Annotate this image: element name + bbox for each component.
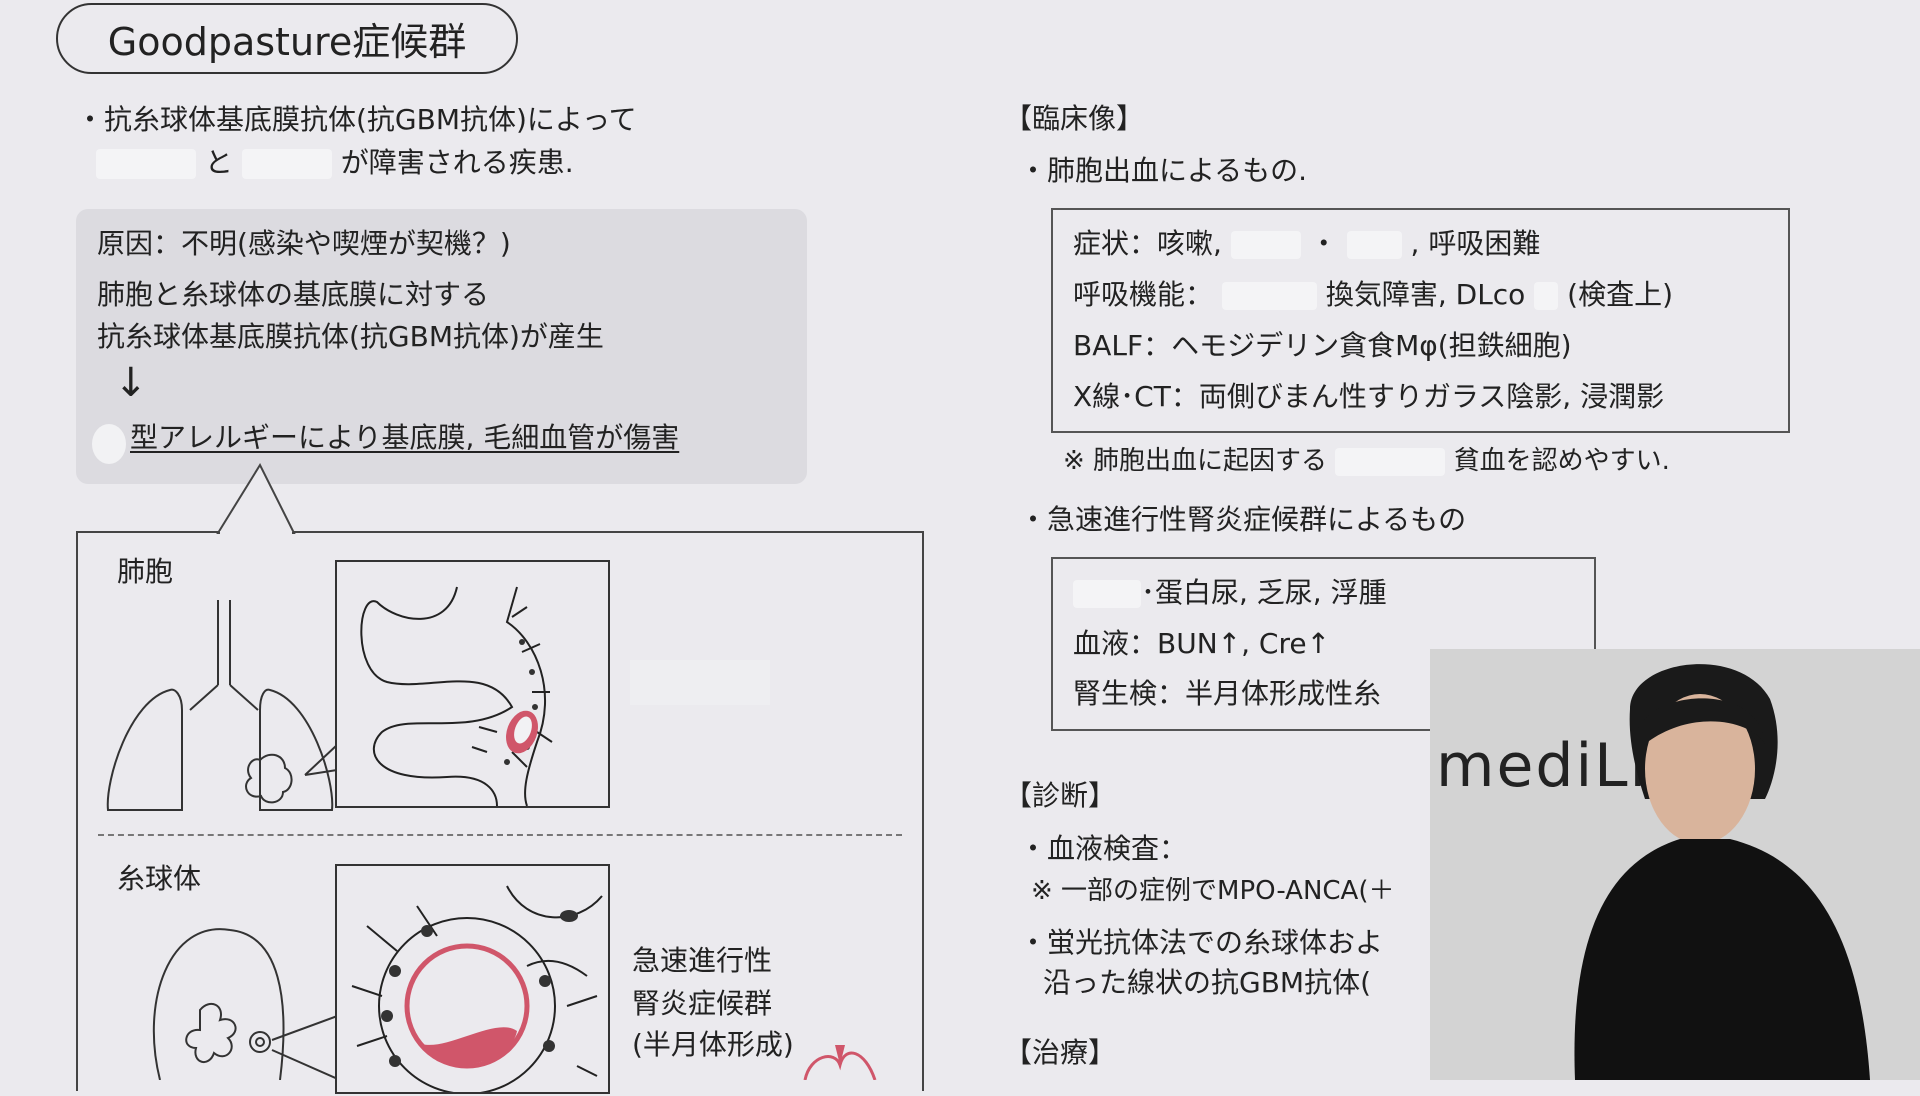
urine-line: ･蛋白尿, 乏尿, 浮腫 [1073, 576, 1387, 610]
blank-answer [1335, 447, 1446, 476]
cause-box [76, 209, 807, 484]
renal-box [1051, 557, 1596, 731]
separator: ・ [1309, 227, 1338, 260]
diagnosis-heading: 【診断】 [1004, 779, 1117, 812]
biopsy-line: 腎生検：半月体形成性糸 [1073, 677, 1382, 710]
fluorescence-line-2: 沿った線状の抗GBM抗体( [1043, 966, 1371, 999]
symptoms-label: 症状：咳嗽, [1073, 227, 1222, 260]
symptoms-rest: , 呼吸困難 [1410, 227, 1541, 260]
kidney-icon [152, 928, 340, 1080]
anemia-note: ※ 肺胞出血に起因する 貧血を認めやすい. [1063, 445, 1670, 477]
blank-answer [1346, 231, 1402, 259]
xray-line: X線･CT：両側びまん性すりガラス陰影, 浸潤影 [1073, 380, 1665, 413]
glomerulus-inset [335, 864, 610, 1095]
urine-text: ･蛋白尿, 乏尿, 浮腫 [1141, 576, 1387, 609]
blank-answer [1534, 282, 1559, 310]
zoom-connector [304, 744, 338, 776]
blank-answer [96, 149, 196, 179]
heart-icon [803, 1045, 877, 1080]
blank-answer [241, 149, 332, 179]
pulmonary-box [1051, 208, 1790, 433]
treatment-heading: 【治療】 [1004, 1036, 1117, 1069]
resp-label: 呼吸機能： [1073, 278, 1214, 311]
anca-note: ※ 一部の症例でMPO-ANCA(＋ [1031, 876, 1395, 906]
rpgn-line: (半月体形成) [632, 1028, 794, 1061]
symptoms-line: 症状：咳嗽, ・ , 呼吸困難 [1073, 227, 1540, 261]
presenter-video: mediLi [1430, 649, 1920, 1080]
resp-value: 換気障害, DLco [1325, 278, 1526, 311]
blank-answer [630, 660, 770, 705]
respiratory-function-line: 呼吸機能： 換気障害, DLco (検査上) [1073, 278, 1673, 312]
pulmonary-bullet: ・肺胞出血によるもの. [1019, 154, 1308, 187]
brand-logo: mediLi [1436, 731, 1649, 801]
renal-bullet: ・急速進行性腎炎症候群によるもの [1019, 503, 1467, 536]
lung-icon [106, 600, 334, 811]
diagram-panel [76, 531, 924, 1091]
glomerular-capillary-illustration [351, 885, 603, 1095]
rpgn-line: 急速進行性 [632, 944, 773, 977]
alveolus-label: 肺胞 [117, 555, 174, 588]
rpgn-line: 腎炎症候群 [632, 987, 773, 1020]
cause-result-text: 型アレルギーにより基底膜, 毛細血管が傷害 [130, 421, 680, 454]
intro-and: と [204, 146, 233, 179]
fluorescence-bullet: ・蛍光抗体法での糸球体およ [1019, 926, 1384, 959]
alveolar-capillary-illustration [360, 586, 553, 807]
cause-line: 抗糸球体基底膜抗体(抗GBM抗体)が産生 [97, 320, 604, 353]
alveolus-inset [335, 560, 610, 808]
blank-answer [1073, 580, 1141, 608]
note-text: ※ 肺胞出血に起因する [1063, 446, 1328, 476]
blood-test-bullet: ・血液検査： [1019, 832, 1188, 865]
blank-answer [1221, 282, 1317, 310]
intro-rest: が障害される疾患. [340, 146, 574, 179]
glomerulus-label: 糸球体 [117, 862, 202, 895]
blank-answer [1230, 231, 1301, 259]
intro-line-1: ・抗糸球体基底膜抗体(抗GBM抗体)によって [76, 103, 637, 136]
intro-line-2: と が障害される疾患. [96, 146, 574, 180]
resp-note: (検査上) [1567, 278, 1673, 311]
cause-line: 原因：不明(感染や喫煙が契機？) [97, 227, 511, 260]
blank-answer [92, 424, 126, 464]
section-divider [98, 834, 902, 836]
callout-pointer [216, 462, 296, 535]
page-title: Goodpasture症候群 [56, 3, 518, 74]
down-arrow-icon: ↓ [114, 360, 148, 406]
note-text: 貧血を認めやすい. [1453, 446, 1670, 476]
presenter-figure [1574, 664, 1870, 1080]
clinical-heading: 【臨床像】 [1004, 102, 1145, 135]
balf-line: BALF：ヘモジデリン貪食Mφ(担鉄細胞) [1073, 329, 1572, 362]
cause-line: 肺胞と糸球体の基底膜に対する [97, 278, 490, 311]
cause-result: 型アレルギーにより基底膜, 毛細血管が傷害 [130, 421, 679, 455]
blood-line: 血液：BUN↑, Cre↑ [1073, 627, 1331, 660]
